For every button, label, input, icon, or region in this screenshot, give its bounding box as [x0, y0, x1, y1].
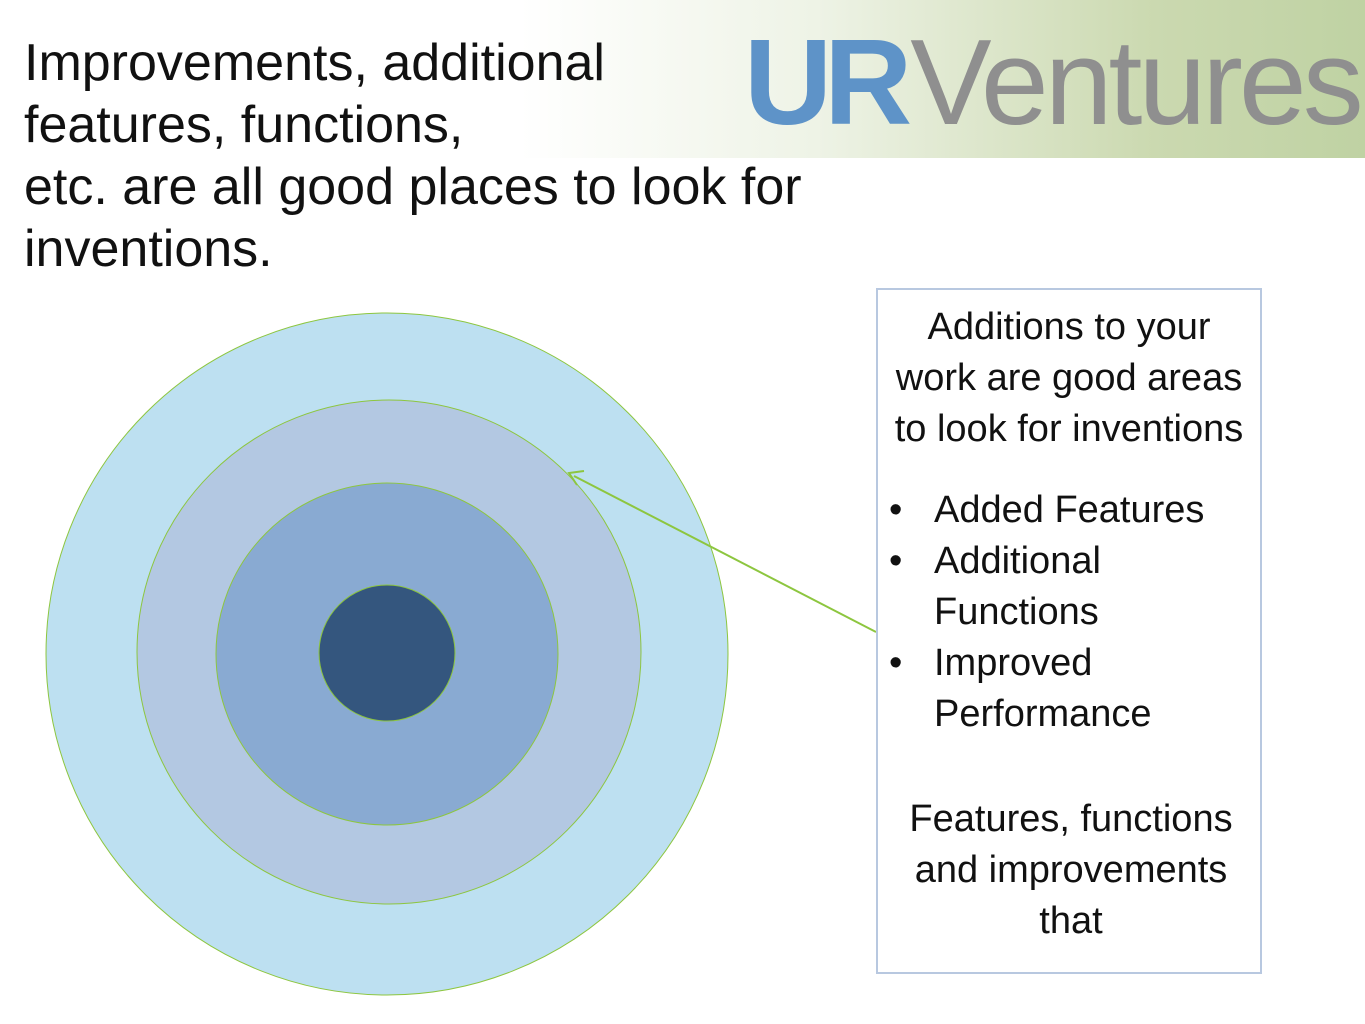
callout-arrow-line: [573, 475, 877, 633]
callout-bullet-list: •Added Features •Additional Functions •I…: [878, 485, 1260, 740]
slide-title: Improvements, additional features, funct…: [24, 32, 924, 280]
bullet-icon: •: [889, 642, 903, 684]
bullet-item: •Added Features: [889, 485, 1260, 536]
callout-arrowhead: [567, 470, 585, 486]
bullet-icon: •: [889, 540, 903, 582]
bullet-item: •Additional Functions: [889, 536, 1260, 638]
urventures-logo: URVentures: [744, 14, 1364, 150]
title-line-2: features, functions,: [24, 96, 464, 154]
title-line-3: etc. are all good places to look for inv…: [24, 158, 802, 278]
callout-intro: Additions to your work are good areas to…: [894, 306, 1244, 450]
callout-box: Additions to your work are good areas to…: [876, 288, 1262, 974]
callout-outro: Features, functions and improvements tha…: [909, 798, 1233, 942]
header-banner: [520, 0, 1365, 158]
center-circle: [318, 584, 456, 722]
bullet-item: •Improved Performance: [889, 638, 1260, 740]
bullet-icon: •: [889, 489, 903, 531]
title-line-1: Improvements, additional: [24, 34, 605, 92]
